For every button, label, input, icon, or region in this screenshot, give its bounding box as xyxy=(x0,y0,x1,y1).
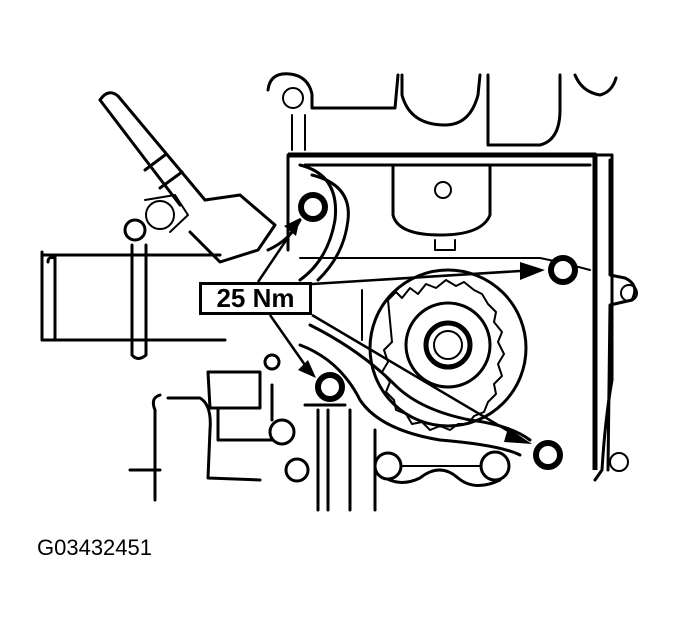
torque-bolts xyxy=(298,192,578,470)
temperature-sensor xyxy=(98,91,277,264)
bolt-upper-left xyxy=(298,192,328,222)
arrowhead-right xyxy=(520,262,545,280)
bolt-lower-center xyxy=(315,372,345,402)
coolant-pipe xyxy=(40,243,227,360)
lower-assembly xyxy=(128,353,511,512)
bracket-arm xyxy=(266,163,350,282)
figure-id-label: G03432451 xyxy=(37,535,152,560)
crankshaft-sprocket xyxy=(368,268,528,431)
callout-leaders xyxy=(256,218,545,444)
bolt-right xyxy=(548,255,578,285)
upper-housing xyxy=(266,72,618,151)
timing-cover xyxy=(286,152,638,482)
torque-callout-label: 25 Nm xyxy=(199,282,312,315)
bolt-lower-right xyxy=(533,440,563,470)
